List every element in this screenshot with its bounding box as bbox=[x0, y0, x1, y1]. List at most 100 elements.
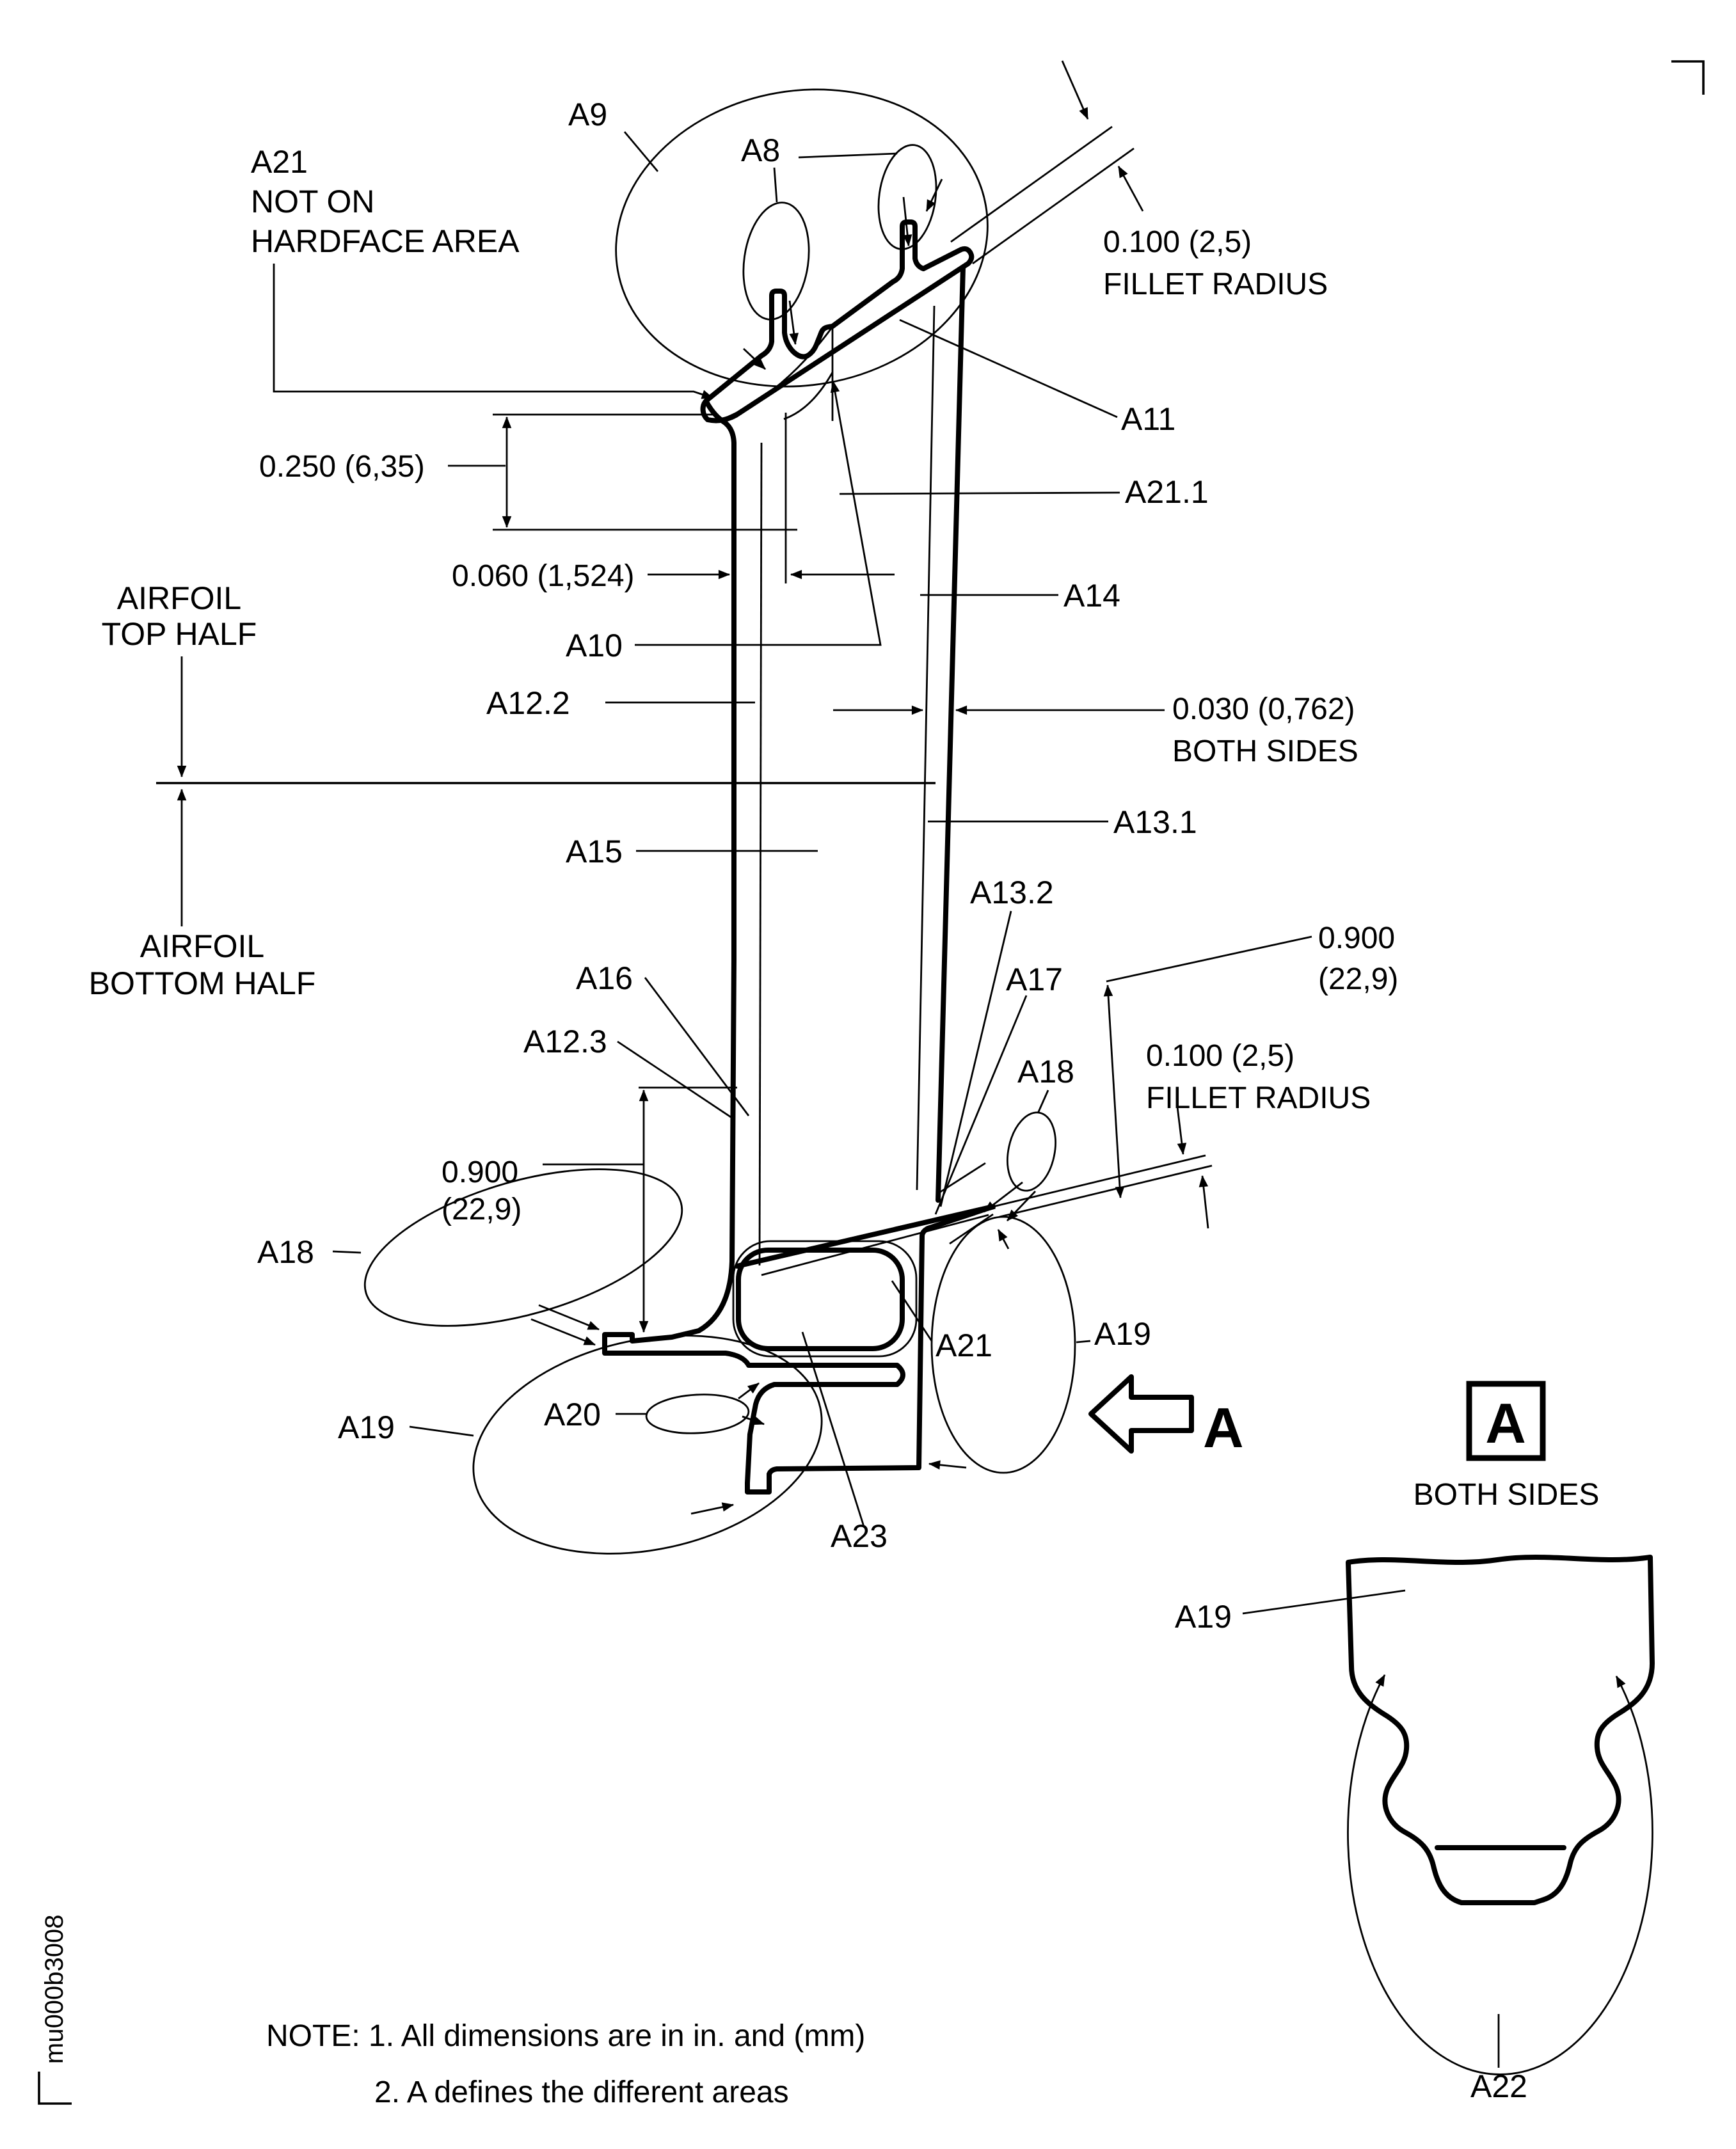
left-wall-inner-line bbox=[758, 442, 763, 1266]
a18-left-arrow-2 bbox=[530, 1318, 596, 1346]
right-wall-inner-line bbox=[916, 305, 936, 1191]
platform-pocket bbox=[736, 1248, 905, 1351]
fillet-bottom-arrow-up bbox=[1198, 1175, 1209, 1229]
tip-area-arrow-2 bbox=[788, 300, 799, 345]
section-arrow-letter: A bbox=[1203, 1396, 1244, 1459]
a19-right-balloon bbox=[930, 1216, 1076, 1474]
section-arrow-icon bbox=[1088, 1374, 1194, 1454]
a19-left-leader bbox=[409, 1425, 474, 1437]
hardface-arc-inner bbox=[783, 372, 834, 420]
dim-fillet-bottom-value: 0.100 (2,5) bbox=[1146, 1039, 1294, 1073]
a18-right-arrow-1 bbox=[983, 1181, 1023, 1213]
fillet-top-arrow-lower bbox=[1117, 166, 1144, 212]
note-line-1: NOTE: 1. All dimensions are in in. and (… bbox=[266, 2019, 865, 2053]
label-a19-right: A19 bbox=[1094, 1316, 1151, 1352]
label-a18-left: A18 bbox=[257, 1234, 314, 1270]
a10-leader bbox=[635, 380, 882, 646]
a23-leader bbox=[801, 1331, 865, 1527]
fillet-top-ext-line-1 bbox=[972, 147, 1135, 265]
hardface-arc-outer bbox=[725, 324, 835, 419]
a21-platform-leader bbox=[891, 1280, 933, 1342]
a20-balloon bbox=[645, 1393, 750, 1434]
label-a12-2: A12.2 bbox=[486, 685, 570, 721]
a21-note-leader bbox=[273, 264, 714, 399]
a13-2-leader bbox=[939, 910, 1012, 1207]
dim-fillet-bottom-text: FILLET RADIUS bbox=[1146, 1081, 1371, 1115]
dim-hardface-width: 0.060 (1,524) bbox=[452, 559, 635, 593]
a8-balloon-left-fin bbox=[742, 202, 810, 321]
band-right-dim-line bbox=[1103, 984, 1125, 1199]
a18-right-balloon bbox=[1007, 1111, 1056, 1192]
a11-leader bbox=[899, 319, 1118, 418]
a8-leader-2 bbox=[798, 152, 898, 159]
a18-left-balloon bbox=[363, 1168, 683, 1327]
dim-fillet-top-text: FILLET RADIUS bbox=[1103, 267, 1328, 301]
a20-arrow-1 bbox=[738, 1382, 760, 1400]
detail-marker-letter: A bbox=[1485, 1392, 1526, 1455]
a9-region-balloon bbox=[615, 88, 989, 388]
label-a21-note-3: HARDFACE AREA bbox=[251, 223, 520, 259]
a18-right-arrow-2 bbox=[1006, 1191, 1037, 1221]
label-a21-note: A21 bbox=[251, 144, 308, 180]
label-a8: A8 bbox=[741, 132, 780, 168]
dim-fillet-top-value: 0.100 (2,5) bbox=[1103, 225, 1252, 259]
tip-area-arrow-3 bbox=[902, 196, 912, 247]
a19-right-arrow-bottom bbox=[928, 1460, 967, 1470]
a19-detail-leader bbox=[1242, 1589, 1406, 1615]
platform-tip-bottom-extension bbox=[999, 1164, 1213, 1218]
page-corner-bottom-left bbox=[38, 2072, 72, 2105]
dim-band-left-in: 0.900 bbox=[442, 1155, 518, 1189]
a16-leader bbox=[644, 977, 750, 1116]
platform-pocket-inner-line bbox=[732, 1240, 918, 1358]
label-a19-detail: A19 bbox=[1175, 1599, 1232, 1635]
label-a20: A20 bbox=[544, 1397, 601, 1432]
label-a10: A10 bbox=[566, 628, 623, 663]
label-a22: A22 bbox=[1470, 2068, 1527, 2104]
label-a9: A9 bbox=[568, 97, 607, 132]
label-a13-2: A13.2 bbox=[970, 875, 1054, 910]
a19-right-leader bbox=[1076, 1340, 1091, 1344]
root-detail-balloon bbox=[1347, 1674, 1653, 2075]
dim-wall-thickness: 0.030 (0,762) bbox=[1172, 692, 1355, 726]
label-a13-1: A13.1 bbox=[1113, 804, 1197, 840]
a17-leader bbox=[934, 995, 1028, 1215]
label-a11: A11 bbox=[1121, 401, 1175, 437]
fillet-top-ext-line-2 bbox=[950, 125, 1113, 243]
detail-both-sides: BOTH SIDES bbox=[1413, 1478, 1600, 1512]
platform-top-inner-line bbox=[761, 1214, 989, 1276]
label-a19-left: A19 bbox=[338, 1409, 395, 1445]
label-a16: A16 bbox=[576, 960, 633, 996]
a18-right-leader bbox=[1037, 1090, 1049, 1114]
label-a21-platform: A21 bbox=[936, 1328, 992, 1363]
a18-left-arrow-1 bbox=[538, 1304, 600, 1331]
label-airfoil-bottom-2: BOTTOM HALF bbox=[89, 965, 316, 1001]
label-a14: A14 bbox=[1063, 578, 1120, 614]
dim-band-left-mm: (22,9) bbox=[442, 1193, 522, 1226]
dim-band-right-mm: (22,9) bbox=[1318, 962, 1398, 996]
platform-top-line bbox=[735, 1204, 996, 1269]
label-a18-right: A18 bbox=[1017, 1054, 1074, 1090]
band-right-leader bbox=[1106, 935, 1312, 983]
note-line-2: 2. A defines the different areas bbox=[374, 2075, 789, 2109]
a12-3-leader bbox=[617, 1040, 735, 1121]
detail-marker-box bbox=[1466, 1381, 1546, 1461]
a8-leader-1 bbox=[773, 167, 778, 203]
a19-left-arrow bbox=[690, 1502, 735, 1515]
label-airfoil-top-1: AIRFOIL bbox=[117, 580, 241, 616]
airfoil-right-wall bbox=[936, 265, 966, 1203]
page-corner-top-right bbox=[1671, 60, 1705, 95]
fillet-top-arrow-upper bbox=[1061, 60, 1089, 120]
label-a17: A17 bbox=[1006, 962, 1063, 997]
label-a21-1: A21.1 bbox=[1125, 474, 1209, 510]
label-a21-note-2: NOT ON bbox=[251, 184, 375, 219]
label-a23: A23 bbox=[831, 1518, 888, 1554]
figure-code: mu000b3008 bbox=[40, 1914, 68, 2064]
a9-leader bbox=[623, 131, 659, 172]
airfoil-and-platform-outline bbox=[602, 399, 996, 1495]
a20-arrow-2 bbox=[742, 1415, 765, 1425]
label-a15: A15 bbox=[566, 834, 623, 869]
dim-wall-thickness-note: BOTH SIDES bbox=[1172, 734, 1358, 768]
tip-area-arrow-1 bbox=[743, 347, 766, 370]
